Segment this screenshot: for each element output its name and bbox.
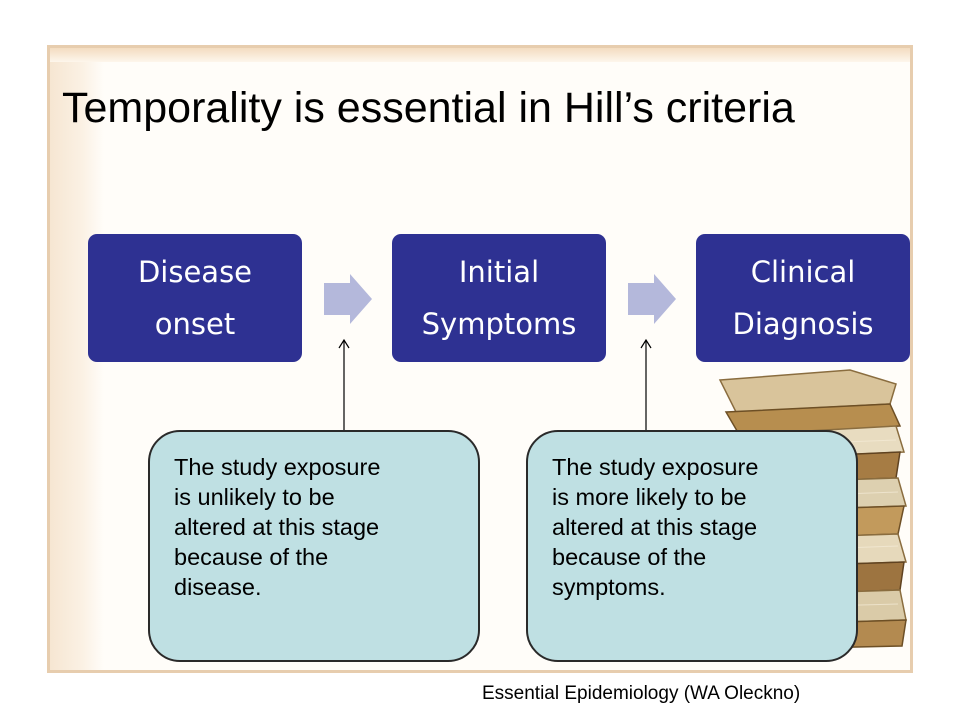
step-label-line: Clinical [750, 255, 856, 289]
step-label-line: Symptoms [421, 307, 577, 341]
slide-title: Temporality is essential in Hill’s crite… [62, 84, 795, 132]
callout-line: because of the [174, 544, 329, 570]
callout-line: altered at this stage [174, 514, 380, 540]
step-clinical-diagnosis: Clinical Diagnosis [696, 234, 910, 362]
callout-more-likely-altered: The study exposure is more likely to be … [526, 430, 858, 662]
callout-line: disease. [174, 574, 262, 600]
callout-line: The study exposure [552, 454, 759, 480]
source-citation: Essential Epidemiology (WA Oleckno) [482, 683, 801, 704]
step-initial-symptoms: Initial Symptoms [392, 234, 606, 362]
callout-line: is more likely to be [552, 484, 747, 510]
step-label-line: Diagnosis [732, 307, 874, 341]
callout-line: is unlikely to be [174, 484, 335, 510]
chevron-right-icon [628, 274, 676, 324]
callout-unlikely-altered: The study exposure is unlikely to be alt… [148, 430, 480, 662]
step-disease-onset: Disease onset [88, 234, 302, 362]
step-label-line: Initial [458, 255, 540, 289]
decorative-band-top [50, 48, 910, 62]
callout-line: symptoms. [552, 574, 666, 600]
callout-line: because of the [552, 544, 707, 570]
chevron-right-icon [324, 274, 372, 324]
step-label-line: Disease [137, 255, 253, 289]
callout-line: The study exposure [174, 454, 381, 480]
step-label-line: onset [154, 307, 236, 341]
callout-line: altered at this stage [552, 514, 758, 540]
